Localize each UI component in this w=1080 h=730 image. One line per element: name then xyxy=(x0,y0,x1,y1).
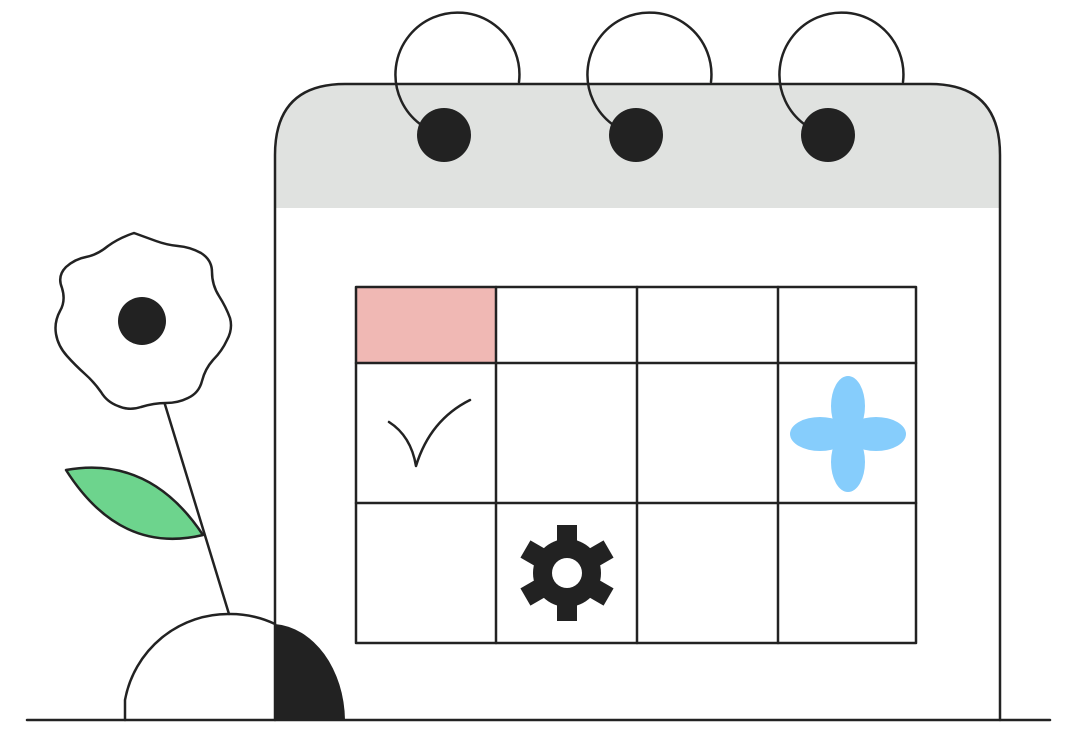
binder-ring xyxy=(586,11,713,162)
gear-icon xyxy=(520,525,614,621)
leaf xyxy=(64,466,205,540)
highlighted-day-cell xyxy=(356,287,496,363)
mound xyxy=(123,612,277,722)
calendar-grid xyxy=(354,285,918,645)
binder-ring xyxy=(778,11,905,162)
flower-center xyxy=(118,297,166,345)
calendar-rings xyxy=(394,11,905,162)
mound-shadow xyxy=(275,624,345,720)
binder-ring xyxy=(394,11,521,162)
checkmark-icon xyxy=(387,398,472,468)
flower-stem xyxy=(161,396,231,616)
calendar-frame xyxy=(273,82,1002,722)
flower-icon xyxy=(790,376,906,492)
